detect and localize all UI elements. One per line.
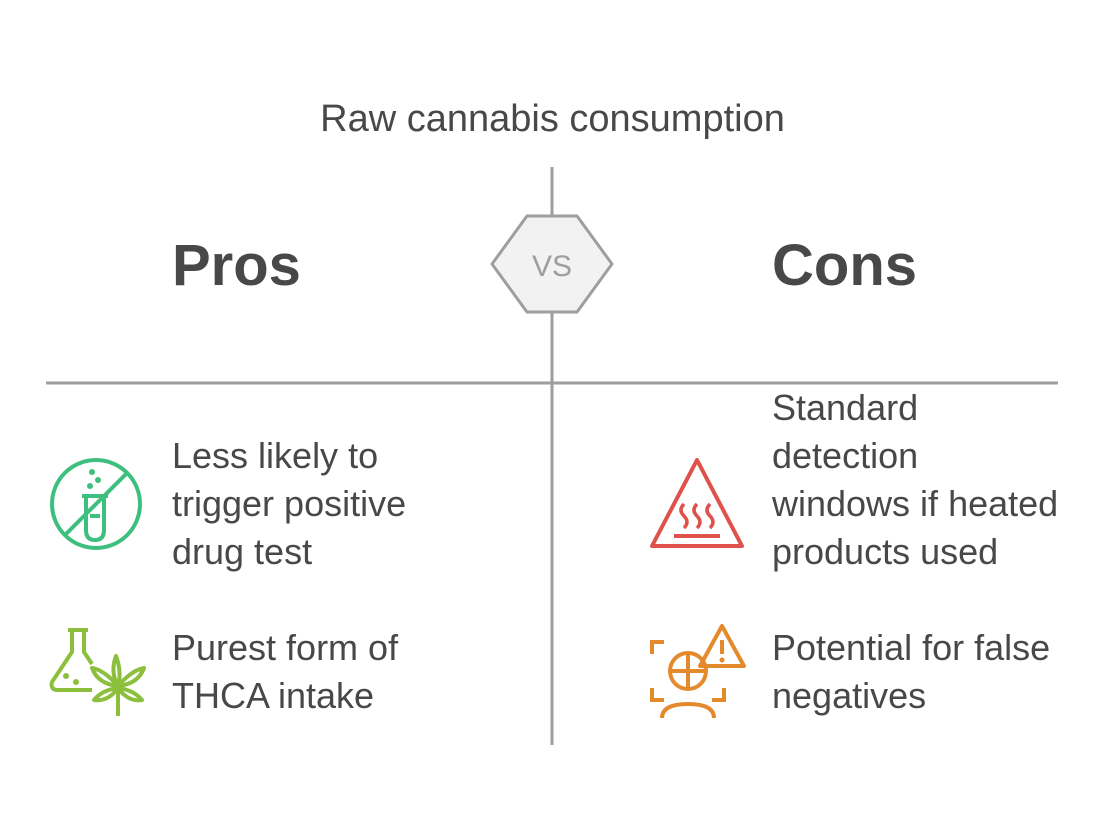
vs-label: VS xyxy=(532,250,572,283)
diagram-title: Raw cannabis consumption xyxy=(320,98,785,140)
vs-arrow-shape xyxy=(490,214,614,314)
pro-item-text: Less likely to trigger positive drug tes… xyxy=(172,435,407,572)
pro-item-text: Purest form of THCA intake xyxy=(172,627,399,716)
heat-warning-icon xyxy=(650,458,744,548)
vs-badge: VS xyxy=(490,214,614,314)
flask-cannabis-leaf-icon xyxy=(49,628,146,716)
no-test-tube-icon xyxy=(50,458,142,550)
con-item-text: Standard detection windows if heated pro… xyxy=(772,387,1059,572)
con-item-text: Potential for false negatives xyxy=(772,627,1051,716)
face-scan-warning-icon xyxy=(650,624,746,719)
pros-heading: Pros xyxy=(172,233,301,298)
cons-heading: Cons xyxy=(772,233,917,298)
